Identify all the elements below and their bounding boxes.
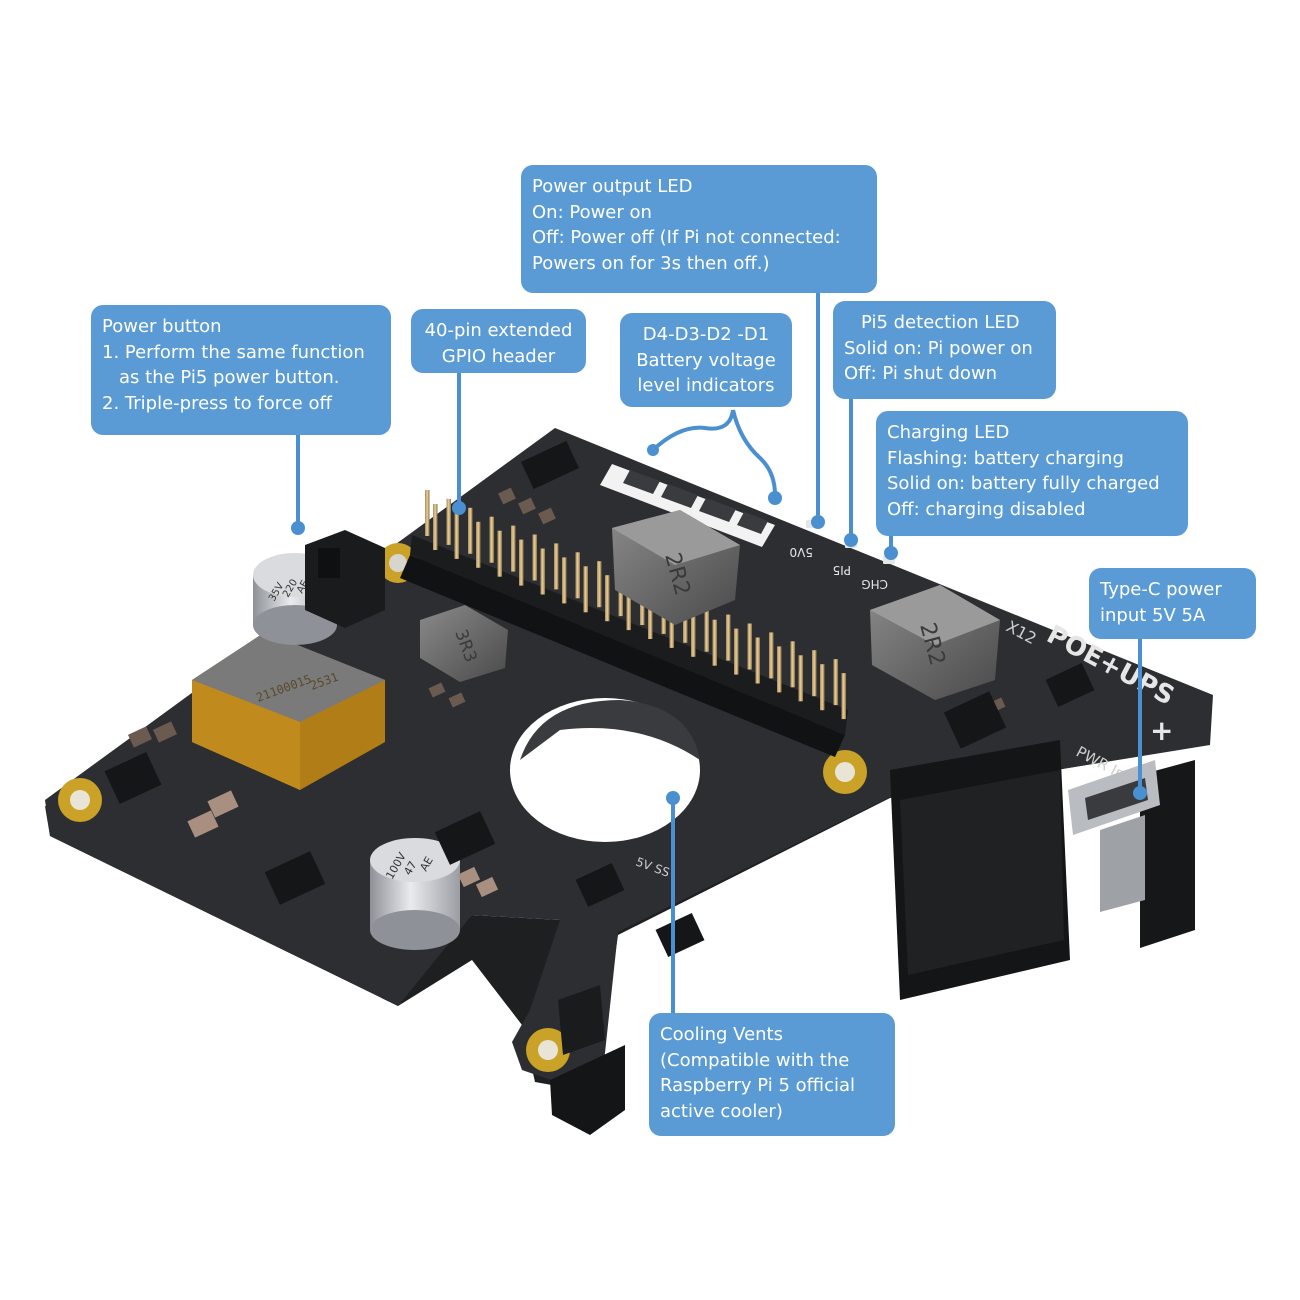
callout-title: Power output LED	[532, 176, 693, 197]
callout-title: 40-pin extended	[424, 320, 573, 341]
gpio-pins	[425, 490, 846, 720]
smd-components	[127, 487, 1006, 898]
inductor-3r3: 3R3	[420, 605, 508, 682]
callout-title: Cooling Vents	[660, 1024, 783, 1045]
gpio-pin	[468, 507, 473, 554]
gpio-pin	[497, 530, 502, 577]
callout-line: Battery voltage	[636, 349, 776, 371]
mounting-hole	[58, 778, 102, 822]
gpio-pin	[532, 534, 537, 581]
transformer: 21100015 2531	[192, 632, 385, 790]
gpio-pin	[704, 605, 709, 652]
gpio-pin	[519, 539, 524, 586]
callout-line: active cooler)	[660, 1100, 783, 1122]
gpio-pin	[648, 593, 653, 639]
callout-cooling-vents: Cooling Vents (Compatible with the Raspb…	[649, 1013, 895, 1136]
callout-pi5-detection-led: Pi5 detection LED Solid on: Pi power on …	[833, 301, 1056, 399]
gpio-pin	[820, 664, 825, 711]
callout-line: Off: Pi shut down	[844, 363, 998, 384]
callout-line: input 5V 5A	[1100, 604, 1206, 626]
gpio-pin	[562, 557, 567, 604]
callout-gpio-header: 40-pin extended GPIO header	[411, 309, 586, 373]
gpio-pin	[790, 641, 795, 688]
callout-line: 1. Perform the same function	[102, 341, 365, 363]
leader-lines	[296, 293, 1142, 1013]
gpio-pin	[747, 623, 752, 670]
gpio-pin	[798, 655, 803, 702]
mounting-hole	[823, 750, 867, 794]
callout-line: GPIO header	[441, 345, 556, 367]
callout-battery-indicators: D4-D3-D2 -D1 Battery voltage level indic…	[620, 313, 792, 407]
gpio-pin	[540, 548, 545, 595]
callout-line: Flashing: battery charging	[887, 447, 1124, 469]
power-button-switch	[305, 530, 385, 628]
callout-power-button: Power button 1. Perform the same functio…	[91, 305, 391, 435]
gpio-pin	[669, 601, 674, 648]
gpio-pin	[476, 521, 481, 568]
gpio-pin	[833, 659, 838, 706]
callout-line: level indicators	[637, 375, 775, 396]
callout-charging-led: Charging LED Flashing: battery charging …	[876, 411, 1188, 536]
gpio-pin	[726, 614, 731, 661]
callout-title: Charging LED	[887, 422, 1010, 443]
capacitor-label: AE	[417, 854, 436, 873]
gpio-pin	[575, 552, 580, 599]
callout-line: (Compatible with the	[660, 1049, 850, 1071]
led-label-chg: CHG	[861, 577, 888, 591]
battery-connector	[890, 740, 1195, 1000]
capacitor-47uf: 100V 47 AE	[370, 838, 460, 950]
mounting-hole	[526, 1028, 570, 1072]
callout-line: 2. Triple-press to force off	[102, 392, 332, 414]
callout-line: Solid on: Pi power on	[844, 337, 1033, 359]
gpio-pin	[433, 504, 438, 550]
callout-line: On: Power on	[532, 201, 652, 223]
callout-type-c-input: Type-C power input 5V 5A	[1089, 568, 1256, 639]
standoff-post	[550, 1045, 625, 1135]
gpio-pin	[691, 610, 696, 657]
leader-dots	[291, 444, 1147, 805]
callout-power-output-led: Power output LED On: Power on Off: Power…	[521, 165, 877, 293]
gpio-pin	[446, 498, 451, 545]
gpio-pin	[777, 646, 782, 693]
callout-title: Pi5 detection LED	[861, 312, 1020, 333]
gpio-pin	[454, 512, 459, 559]
gpio-pin	[626, 584, 631, 631]
vent-inner-shadow	[520, 700, 700, 760]
gpio-pin	[425, 490, 430, 536]
inductor-2r2-left: 2R2	[612, 510, 740, 625]
capacitor-label: 47	[401, 859, 419, 878]
callout-line: as the Pi5 power button.	[119, 367, 340, 388]
gpio-pin	[841, 673, 846, 720]
battery-led-bank	[600, 464, 775, 547]
ic-chips	[104, 440, 1095, 958]
gpio-pin	[755, 637, 760, 684]
gpio-pin	[712, 619, 717, 666]
gpio-header-base	[400, 555, 845, 757]
callout-line: Solid on: battery fully charged	[887, 473, 1160, 494]
callout-line: Off: charging disabled	[887, 498, 1086, 520]
gpio-pin	[597, 561, 602, 608]
gpio-pin	[769, 632, 774, 679]
led-label-5v0: 5V0	[790, 545, 813, 559]
callout-title: Type-C power	[1100, 579, 1222, 600]
gpio-pin	[605, 575, 610, 622]
gpio-pin	[489, 516, 494, 563]
gpio-pin	[583, 566, 588, 613]
callout-line: Off: Power off (If Pi not connected:	[532, 227, 841, 248]
gpio-pin	[511, 525, 516, 572]
fan-header	[558, 985, 605, 1055]
led-label-pi5: PI5	[833, 563, 851, 577]
inductor-2r2-right: 2R2	[870, 585, 1000, 700]
gpio-pin	[812, 650, 817, 697]
callout-line: Powers on for 3s then off.)	[532, 252, 770, 274]
callout-line: Raspberry Pi 5 official	[660, 1075, 856, 1096]
gpio-pin	[734, 628, 739, 675]
callout-title: Power button	[102, 316, 222, 337]
callout-title: D4-D3-D2 -D1	[642, 324, 770, 345]
plus-symbol: +	[1150, 714, 1173, 747]
usb-c-port	[1068, 760, 1160, 912]
gpio-pin	[554, 543, 559, 590]
